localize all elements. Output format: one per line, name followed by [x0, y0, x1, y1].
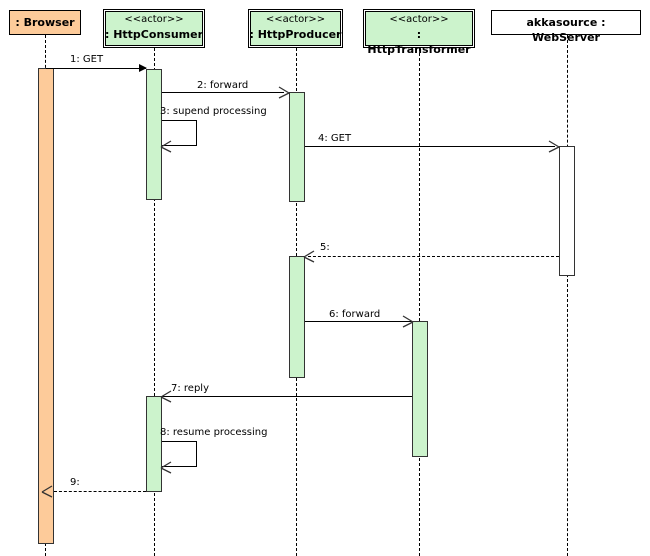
message-line-9 — [54, 491, 146, 492]
lifeline-header-httpconsumer[interactable]: <<actor>> : HttpConsumer — [103, 9, 205, 48]
lifeline-stereotype-httpproducer: <<actor>> — [265, 14, 326, 25]
lifeline-line-webserver — [567, 35, 568, 556]
lifeline-name-httpconsumer: : HttpConsumer — [104, 28, 203, 41]
message-line-5 — [308, 256, 559, 257]
lifeline-name-browser: : Browser — [15, 16, 75, 29]
message-line-8-right — [196, 441, 197, 467]
lifeline-name-httptransformer: : HttpTransformer — [367, 28, 471, 56]
message-line-1 — [46, 68, 146, 69]
message-line-2 — [162, 92, 284, 93]
lifeline-header-browser[interactable]: : Browser — [9, 10, 81, 35]
lifeline-name-httpproducer: : HttpProducer — [249, 28, 342, 41]
message-label-4: 4: GET — [318, 133, 352, 144]
message-line-3-bottom — [162, 145, 197, 146]
message-label-5: 5: — [320, 242, 330, 253]
message-line-3-top — [162, 120, 197, 121]
message-arrowhead-1 — [139, 64, 147, 72]
activation-httptransformer — [412, 321, 428, 457]
message-label-7: 7: reply — [171, 383, 209, 394]
activation-httpconsumer-1 — [146, 69, 162, 200]
lifeline-stereotype-httpconsumer: <<actor>> — [124, 14, 184, 25]
message-label-9: 9: — [70, 477, 80, 488]
lifeline-header-httptransformer[interactable]: <<actor>> : HttpTransformer — [363, 9, 475, 56]
lifeline-header-httpproducer[interactable]: <<actor>> : HttpProducer — [248, 9, 343, 48]
message-line-7 — [162, 396, 412, 397]
message-label-2: 2: forward — [197, 80, 249, 91]
message-label-8: 8: resume processing — [160, 427, 268, 438]
lifeline-stereotype-httptransformer: <<actor>> — [389, 14, 449, 25]
lifeline-header-webserver[interactable]: akkasource : WebServer — [491, 10, 641, 44]
message-line-3-right — [196, 120, 197, 146]
message-line-6 — [305, 321, 412, 322]
lifeline-line-httpconsumer — [154, 48, 155, 556]
message-label-6: 6: forward — [329, 309, 381, 320]
message-line-4 — [305, 146, 555, 147]
message-label-3: 3: supend processing — [160, 106, 267, 117]
message-line-8-top — [162, 441, 197, 442]
lifeline-line-httptransformer — [419, 48, 420, 556]
message-label-1: 1: GET — [70, 54, 104, 65]
activation-httpconsumer-2 — [146, 396, 162, 492]
activation-httpproducer-2 — [289, 256, 305, 378]
lifeline-name-webserver: akkasource : WebServer — [526, 16, 606, 44]
message-line-8-bottom — [162, 466, 197, 467]
activation-httpproducer-1 — [289, 92, 305, 202]
activation-browser — [38, 68, 54, 544]
activation-webserver — [559, 146, 575, 276]
